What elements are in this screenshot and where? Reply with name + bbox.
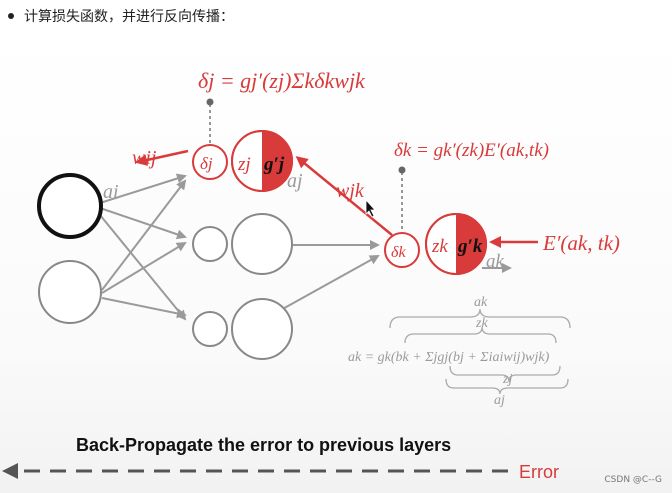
error-arrow-head-icon — [2, 463, 18, 479]
label-error-input: E′(ak, tk) — [542, 231, 620, 255]
edge-j3-k — [269, 255, 380, 317]
mouse-cursor-icon — [365, 198, 376, 218]
brace-top-ak: ak — [474, 295, 488, 310]
formula-delta-j: δj = gj′(zj)Σkδkwjk — [198, 68, 366, 93]
label-aj: aj — [287, 170, 303, 192]
top-braces — [389, 308, 571, 344]
brace-zk — [404, 326, 557, 344]
brace-top-zk: zk — [475, 316, 488, 331]
hidden-neuron-3 — [231, 298, 293, 360]
brace-ak — [389, 308, 571, 329]
edge-i1-j2 — [99, 207, 187, 240]
brace-zj — [449, 365, 561, 383]
backprop-arrow-j-i — [135, 149, 189, 166]
backprop-figure: δj = gj′(zj)Σkδkwjk δk = gk′(zk)E′(ak,tk… — [0, 30, 672, 493]
label-zj: zj — [237, 154, 251, 175]
label-delta-j: δj — [200, 154, 213, 173]
delta-j-node — [192, 144, 228, 180]
hidden-small-2 — [192, 226, 228, 262]
error-label: Error — [519, 462, 559, 482]
label-ak-out: ak — [486, 251, 505, 272]
edge-i2-j1 — [101, 179, 187, 291]
bullet-dot — [8, 13, 14, 19]
label-gj: g′j — [263, 154, 285, 175]
label-gk: g′k — [457, 236, 483, 257]
output-neuron-k — [425, 213, 487, 275]
hidden-neuron-j — [231, 130, 293, 192]
bottom-braces — [445, 365, 569, 395]
label-wij: wij — [132, 147, 157, 169]
brace-aj — [445, 378, 569, 395]
label-zk: zk — [431, 236, 448, 257]
formula-delta-k: δk = gk′(zk)E′(ak,tk) — [394, 140, 549, 161]
backprop-arrow-k-j — [295, 156, 393, 236]
label-ai: ai — [103, 181, 119, 203]
bottom-formula: ak = gk(bk + Σjgj(bj + Σiaiwij)wjk) — [348, 350, 550, 365]
input-neuron-2 — [38, 260, 102, 324]
backprop-diagram: δj = gj′(zj)Σkδkwjk δk = gk′(zk)E′(ak,tk… — [2, 68, 620, 482]
edge-i2-j3 — [101, 297, 187, 319]
callout-dot-k — [398, 166, 406, 174]
hidden-neuron-2 — [231, 213, 293, 275]
edge-i1-j3 — [99, 214, 187, 321]
edge-i1-j1 — [99, 173, 187, 204]
input-neuron-i — [37, 173, 103, 239]
caption: Back-Propagate the error to previous lay… — [76, 435, 451, 455]
label-delta-k: δk — [391, 244, 406, 261]
delta-k-node — [384, 232, 420, 268]
watermark: CSDN @C--G — [604, 475, 662, 485]
brace-bottom-aj: aj — [494, 393, 505, 408]
label-wjk: wjk — [336, 180, 365, 202]
edge-i2-j2 — [101, 241, 187, 294]
hidden-small-3 — [192, 311, 228, 347]
callout-dot-j — [206, 98, 214, 106]
brace-bottom-zj: zj — [502, 372, 512, 387]
bullet-line: 计算损失函数，并进行反向传播： — [8, 6, 234, 26]
bullet-text: 计算损失函数，并进行反向传播： — [24, 9, 234, 25]
